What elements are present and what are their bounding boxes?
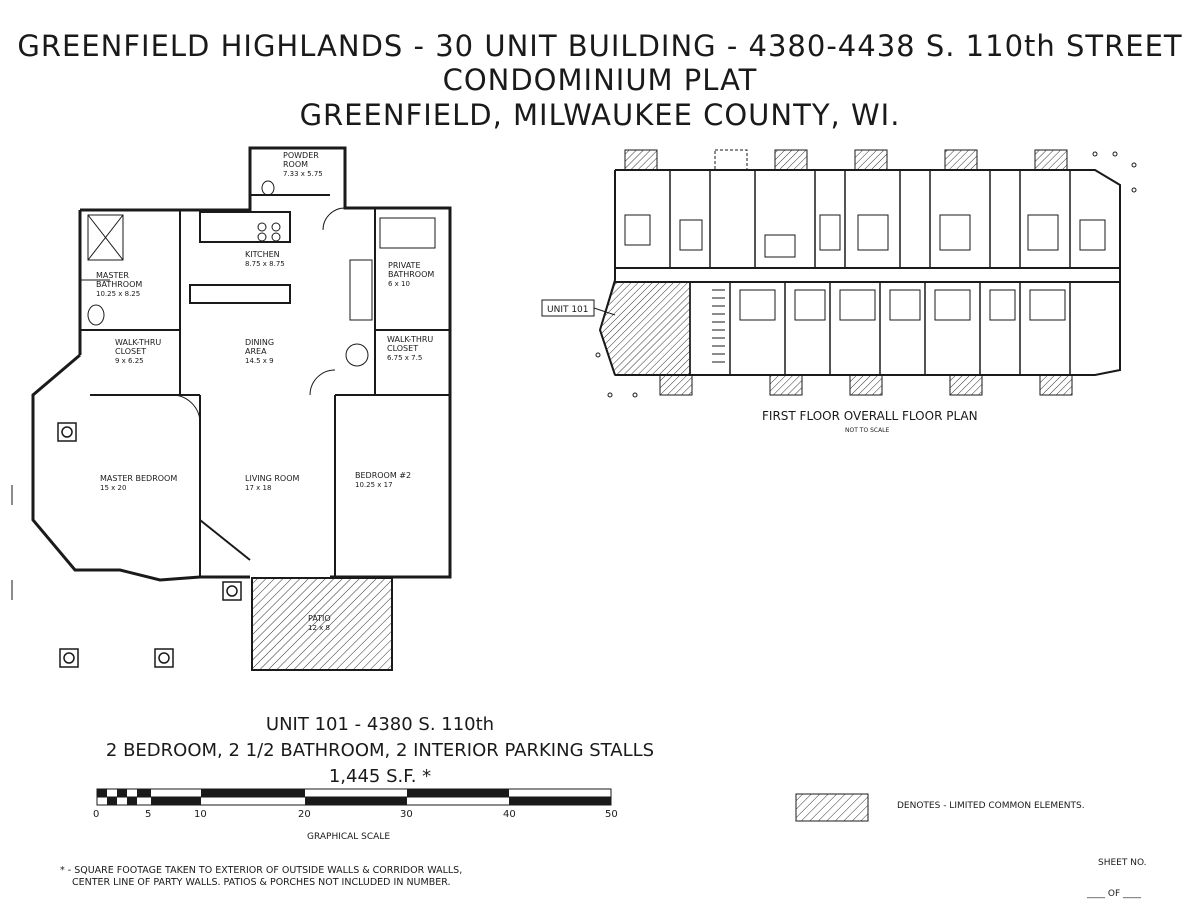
footnote: * - SQUARE FOOTAGE TAKEN TO EXTERIOR OF …: [60, 865, 462, 889]
footnote-line-2: CENTER LINE OF PARTY WALLS. PATIOS & POR…: [72, 877, 451, 888]
dining-label-2: AREA: [245, 347, 267, 356]
scale-label: GRAPHICAL SCALE: [307, 832, 390, 842]
walk-closet-2-label-2: CLOSET: [387, 344, 418, 353]
bedroom-2-dims: 10.25 x 17: [355, 481, 393, 489]
private-bath-dims: 6 x 10: [388, 280, 410, 288]
scale-tick-0: 0: [93, 809, 99, 820]
patio-label: PATIO: [308, 614, 331, 623]
powder-room-dims: 7.33 x 5.75: [283, 170, 323, 178]
unit-info-description: 2 BEDROOM, 2 1/2 BATHROOM, 2 INTERIOR PA…: [105, 740, 655, 761]
scale-tick-20: 20: [298, 809, 311, 820]
master-bedroom-label: MASTER BEDROOM: [100, 474, 177, 483]
sheet-number-of: ____ OF ____: [1087, 889, 1141, 899]
overall-floor-plan: UNIT 101 FIRST FLOOR OVERALL FLOOR PLAN …: [541, 149, 1137, 434]
sheet-number-label: SHEET NO.: [1098, 858, 1147, 868]
unit-101-tag: UNIT 101: [547, 305, 589, 315]
bedroom-2-label: BEDROOM #2: [355, 471, 411, 480]
master-bath-dims: 10.25 x 8.25: [96, 290, 140, 298]
unit-info-area: 1,445 S.F. *: [328, 766, 432, 787]
scale-tick-5: 5: [145, 809, 151, 820]
walk-closet-1-dims: 9 x 6.25: [115, 357, 144, 365]
footnote-line-1: * - SQUARE FOOTAGE TAKEN TO EXTERIOR OF …: [60, 865, 463, 876]
powder-room-label: POWDER: [283, 151, 319, 160]
master-bath-label-2: BATHROOM: [96, 280, 142, 289]
dining-label: DINING: [245, 338, 274, 347]
walk-closet-1-label-2: CLOSET: [115, 347, 146, 356]
overall-plan-title: FIRST FLOOR OVERALL FLOOR PLAN: [762, 409, 978, 423]
unit-101-highlight: [599, 281, 691, 376]
overall-plan-note: NOT TO SCALE: [845, 427, 890, 434]
scale-tick-10: 10: [194, 809, 207, 820]
master-bath-label: MASTER: [96, 271, 129, 280]
patio-dims: 12 x 8: [308, 624, 330, 632]
scale-tick-30: 30: [400, 809, 413, 820]
walk-closet-1-label: WALK-THRU: [115, 338, 161, 347]
scale-tick-50: 50: [605, 809, 618, 820]
kitchen-label: KITCHEN: [245, 250, 280, 259]
plat-title-line-3: GREENFIELD, MILWAUKEE COUNTY, WI.: [299, 98, 901, 132]
master-bedroom-dims: 15 x 20: [100, 484, 126, 492]
limited-common-elements-swatch: [795, 793, 869, 822]
unit-info: UNIT 101 - 4380 S. 110th 2 BEDROOM, 2 1/…: [0, 712, 760, 790]
living-room-label: LIVING ROOM: [245, 474, 300, 483]
private-bath-label-2: BATHROOM: [388, 270, 434, 279]
unit-info-address: UNIT 101 - 4380 S. 110th: [265, 714, 495, 735]
walk-closet-2-label: WALK-THRU: [387, 335, 433, 344]
scale-tick-40: 40: [503, 809, 516, 820]
plat-title-line-1: GREENFIELD HIGHLANDS - 30 UNIT BUILDING …: [17, 29, 1183, 63]
graphical-scale: 0 5 10 20 30 40 50 GRAPHICAL SCALE: [93, 788, 618, 842]
powder-room-label-2: ROOM: [283, 160, 308, 169]
private-bath-label: PRIVATE: [388, 261, 421, 270]
legend-text: DENOTES - LIMITED COMMON ELEMENTS.: [897, 801, 1085, 811]
plat-title-line-2: CONDOMINIUM PLAT: [442, 63, 758, 97]
living-room-dims: 17 x 18: [245, 484, 271, 492]
unit-101-floor-plan: POWDER ROOM 7.33 x 5.75 KITCHEN 8.75 x 8…: [11, 146, 452, 671]
walk-closet-2-dims: 6.75 x 7.5: [387, 354, 422, 362]
dining-dims: 14.5 x 9: [245, 357, 274, 365]
kitchen-dims: 8.75 x 8.75: [245, 260, 285, 268]
